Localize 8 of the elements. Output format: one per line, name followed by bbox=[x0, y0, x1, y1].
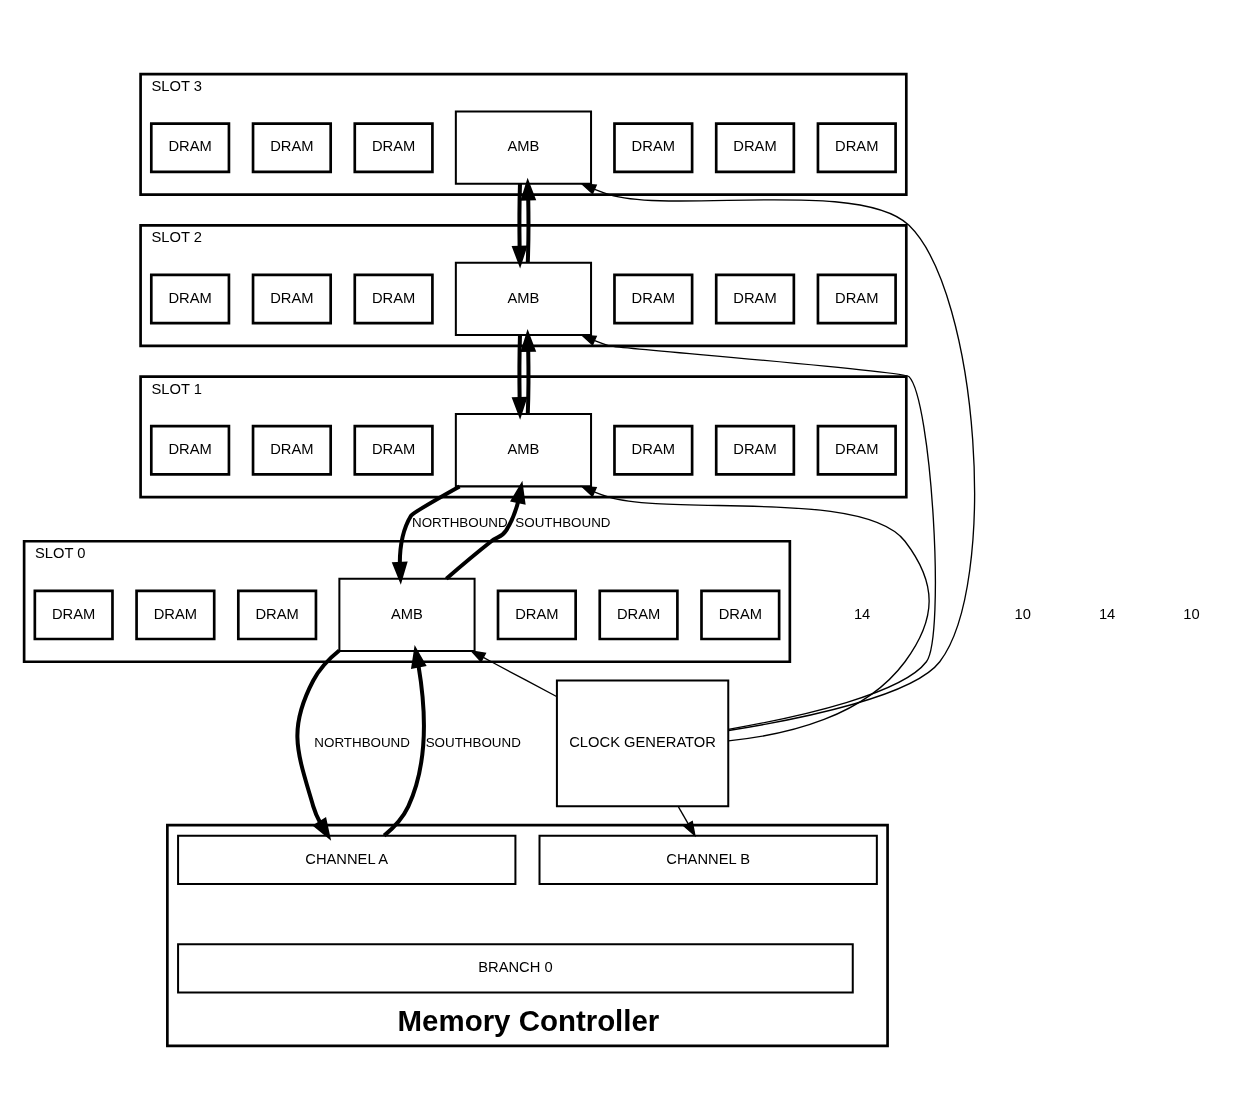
label: 14 bbox=[853, 605, 871, 622]
label: 10 bbox=[1014, 605, 1031, 622]
label: 14 bbox=[1098, 605, 1116, 622]
edge-label: SOUTHBOUND bbox=[515, 514, 611, 530]
label: 10 bbox=[1183, 605, 1200, 622]
edge-label: NORTHBOUND bbox=[314, 734, 410, 750]
edge-label: SOUTHBOUND bbox=[425, 734, 521, 750]
edge-label: NORTHBOUND bbox=[412, 514, 508, 530]
